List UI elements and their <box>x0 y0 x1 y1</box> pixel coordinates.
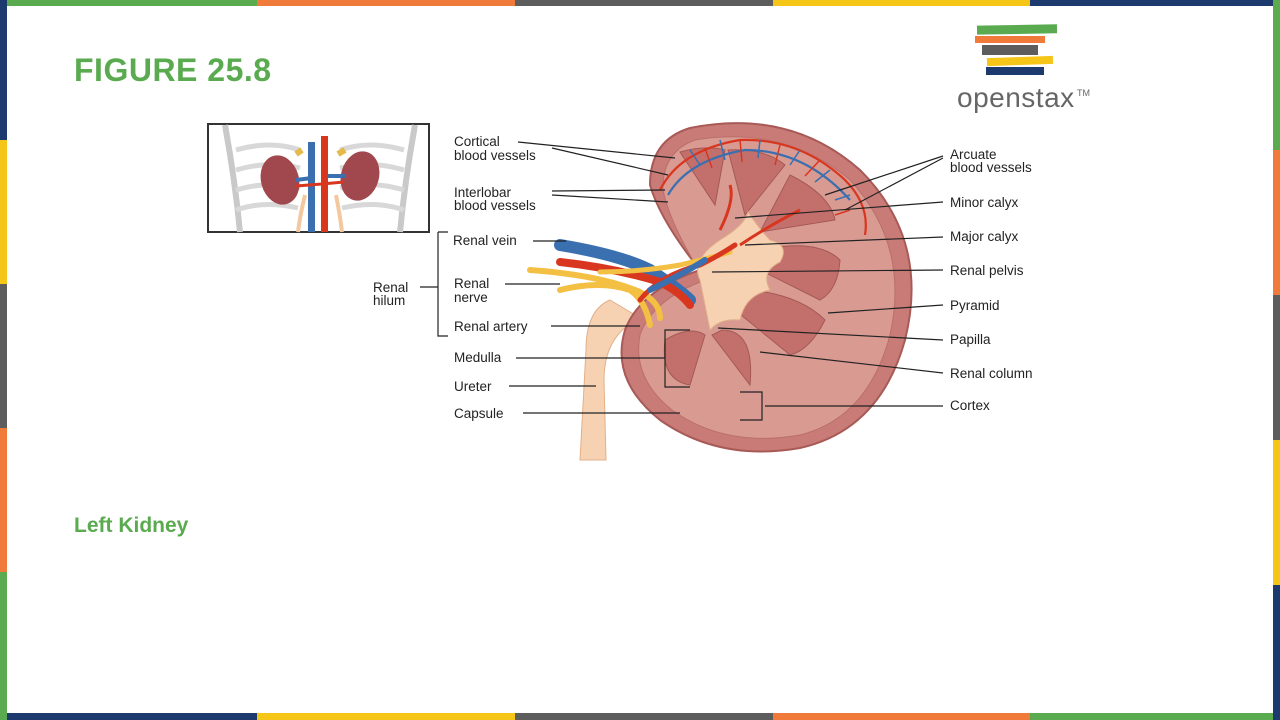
label-interlobar-1: Interlobar <box>454 185 512 200</box>
renal-pelvis <box>697 210 784 332</box>
bottom-border-green <box>1030 713 1280 720</box>
top-border <box>0 0 1280 6</box>
label-renal-column: Renal column <box>950 366 1033 381</box>
renal-pyramids <box>663 147 841 387</box>
bottom-border-gray <box>515 713 773 720</box>
bottom-border-yellow <box>257 713 515 720</box>
left-border-navy <box>0 0 7 140</box>
label-medulla: Medulla <box>454 350 502 365</box>
right-border-green <box>1273 0 1280 150</box>
logo-stack-icon <box>975 24 1058 75</box>
bottom-border-orange <box>773 713 1030 720</box>
label-renal-vein: Renal vein <box>453 233 517 248</box>
label-arcuate-1: Arcuate <box>950 147 997 162</box>
top-border-gray <box>515 0 773 6</box>
label-ureter: Ureter <box>454 379 492 394</box>
label-renal-hilum-1: Renal <box>373 280 408 295</box>
right-border-navy <box>1273 585 1280 720</box>
label-renal-nerve-2: nerve <box>454 290 488 305</box>
right-border <box>1273 0 1280 720</box>
label-capsule: Capsule <box>454 406 504 421</box>
hilum-vessels <box>527 239 738 328</box>
logo-wordmark: openstax <box>957 82 1075 113</box>
logo-trademark: TM <box>1077 88 1090 98</box>
label-renal-artery: Renal artery <box>454 319 528 334</box>
left-border <box>0 0 7 720</box>
label-arcuate-2: blood vessels <box>950 160 1032 175</box>
left-border-yellow <box>0 140 7 284</box>
label-papilla: Papilla <box>950 332 991 347</box>
label-major-calyx: Major calyx <box>950 229 1019 244</box>
label-renal-hilum-2: hilum <box>373 293 405 308</box>
right-border-orange <box>1273 150 1280 295</box>
top-border-green <box>0 0 257 6</box>
label-cortical-1: Cortical <box>454 134 500 149</box>
label-minor-calyx: Minor calyx <box>950 195 1019 210</box>
label-cortical-2: blood vessels <box>454 148 536 163</box>
leader-lines <box>420 141 944 421</box>
label-interlobar-2: blood vessels <box>454 198 536 213</box>
right-border-gray <box>1273 295 1280 440</box>
top-border-navy <box>1030 0 1280 6</box>
kidney-diagram: Cortical blood vessels Interlobar blood … <box>207 122 1033 461</box>
label-pyramid: Pyramid <box>950 298 1000 313</box>
left-border-green <box>0 572 7 720</box>
figure-title: FIGURE 25.8 <box>74 52 272 88</box>
diagram-labels: Cortical blood vessels Interlobar blood … <box>373 134 1033 421</box>
left-border-orange <box>0 428 7 572</box>
top-border-orange <box>257 0 515 6</box>
label-renal-pelvis: Renal pelvis <box>950 263 1024 278</box>
top-border-yellow <box>773 0 1030 6</box>
left-border-gray <box>0 284 7 428</box>
right-border-yellow <box>1273 440 1280 585</box>
inset-torso-figure <box>207 123 430 233</box>
openstax-logo: openstax TM <box>955 22 1095 114</box>
label-cortex: Cortex <box>950 398 990 413</box>
bottom-border <box>0 713 1280 720</box>
label-renal-nerve-1: Renal <box>454 276 489 291</box>
bottom-border-navy <box>0 713 257 720</box>
figure-caption: Left Kidney <box>74 514 189 537</box>
